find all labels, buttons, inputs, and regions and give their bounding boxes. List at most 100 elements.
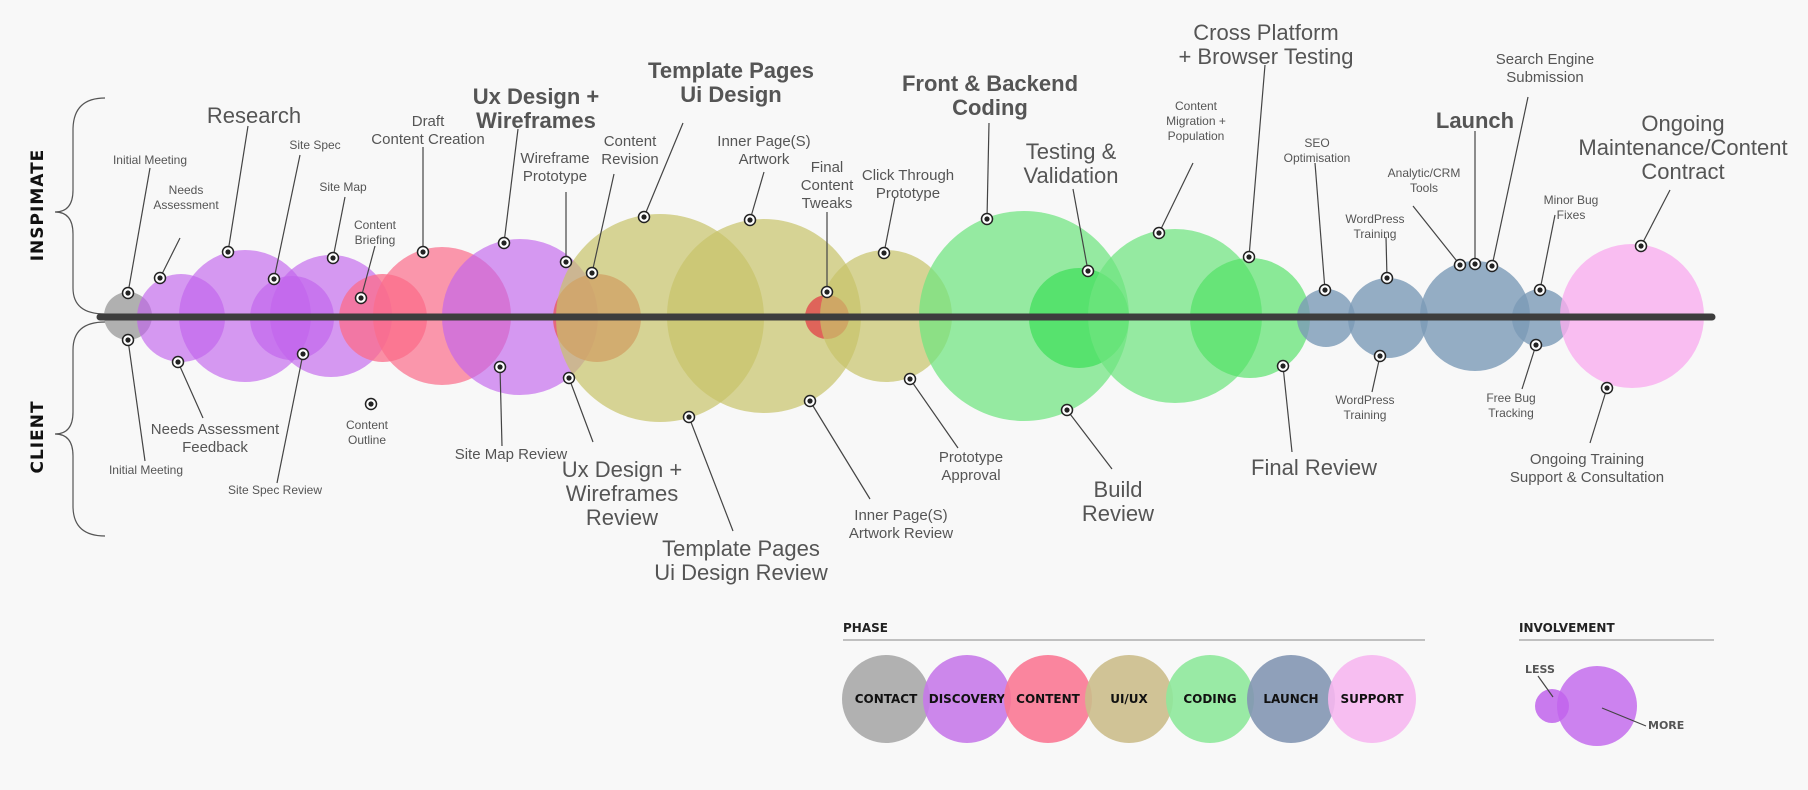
label-line: Approval [941,467,1000,484]
milestone-marker [559,255,573,269]
milestone-marker [803,394,817,408]
milestone-markers [121,210,1648,424]
label-initial-meeting-bottom: Initial Meeting [109,463,183,477]
label-cross-platform-testing: Cross Platform+ Browser Testing [1178,20,1353,69]
label-line: Content [801,177,854,194]
label-line: Assessment [153,198,219,212]
label-line: Ongoing Training [1530,451,1644,468]
label-site-map-review: Site Map Review [455,446,568,463]
milestone-marker [1380,271,1394,285]
phase-swatch-coding [1166,655,1254,743]
label-line: Optimisation [1284,151,1351,165]
milestone-marker [1081,264,1095,278]
label-line: Site Spec Review [228,483,322,497]
label-final-review: Final Review [1251,455,1377,480]
label-line: Revision [601,151,659,168]
phase-label-coding: CODING [1183,692,1236,706]
milestone-marker [364,397,378,411]
milestone-marker [562,371,576,385]
label-site-map: Site Map [319,180,367,194]
more-leader [1601,707,1647,727]
label-line: Content [1175,99,1218,113]
label-line: Free Bug [1486,391,1535,405]
milestone-marker [1276,359,1290,373]
milestone-marker [171,355,185,369]
label-line: Template Pages [662,536,820,561]
involvement-legend-title: INVOLVEMENT [1519,621,1615,635]
label-line: Site Map [319,180,367,194]
phase-label-contact: CONTACT [855,692,918,706]
involvement-legend: INVOLVEMENT LESS MORE [1519,621,1714,746]
label-line: Prototype [523,168,587,185]
milestone-marker [1060,403,1074,417]
label-site-spec: Site Spec [289,138,340,152]
label-line: Ui Design [680,82,781,107]
milestone-marker [682,410,696,424]
milestone-marker [1634,239,1648,253]
label-line: Tracking [1488,406,1534,420]
milestone-marker [637,210,651,224]
milestone-marker [585,266,599,280]
phase-legend-launch: LAUNCH [1247,655,1335,743]
phase-swatch-content [1004,655,1092,743]
label-line: Review [1082,501,1154,526]
milestone-marker [497,236,511,250]
label-line: Cross Platform [1193,20,1338,45]
phase-label-uiux: UI/UX [1110,692,1148,706]
label-line: Content [346,418,389,432]
milestone-marker [326,251,340,265]
label-line: Ui Design Review [654,560,828,585]
label-line: Maintenance/Content [1578,135,1787,160]
phase-label-content: CONTENT [1016,692,1080,706]
label-line: Training [1344,408,1387,422]
label-line: Initial Meeting [109,463,183,477]
label-initial-meeting-top: Initial Meeting [113,153,187,167]
label-line: Wireframe [520,150,589,167]
label-line: Training [1354,227,1397,241]
milestone-marker [1318,283,1332,297]
milestone-marker [1468,257,1482,271]
label-line: Template Pages [648,58,814,83]
phase-swatch-launch [1247,655,1335,743]
phase-legend-uiux: UI/UX [1085,655,1173,743]
label-line: Outline [348,433,386,447]
label-line: Site Map Review [455,446,568,463]
label-line: Population [1168,129,1225,143]
more-label: MORE [1648,719,1684,732]
label-research: Research [207,103,301,128]
phase-label-support: SUPPORT [1340,692,1404,706]
milestone-marker [743,213,757,227]
label-line: Coding [952,95,1028,120]
label-line: SEO [1304,136,1329,150]
label-line: Fixes [1557,208,1586,222]
label-line: Submission [1506,69,1584,86]
milestone-marker [354,291,368,305]
milestone-marker [416,245,430,259]
label-line: Artwork Review [849,525,953,542]
label-line: Prototype [939,449,1003,466]
milestone-marker [877,246,891,260]
phase-legend-discovery: DISCOVERY [923,655,1011,743]
label-line: + Browser Testing [1178,44,1353,69]
less-involvement-circle [1535,689,1569,723]
label-line: Wireframes [566,481,678,506]
label-line: Final [811,159,844,176]
phase-swatch-support [1328,655,1416,743]
label-testing-validation: Testing &Validation [1024,139,1119,188]
milestone-marker [121,333,135,347]
